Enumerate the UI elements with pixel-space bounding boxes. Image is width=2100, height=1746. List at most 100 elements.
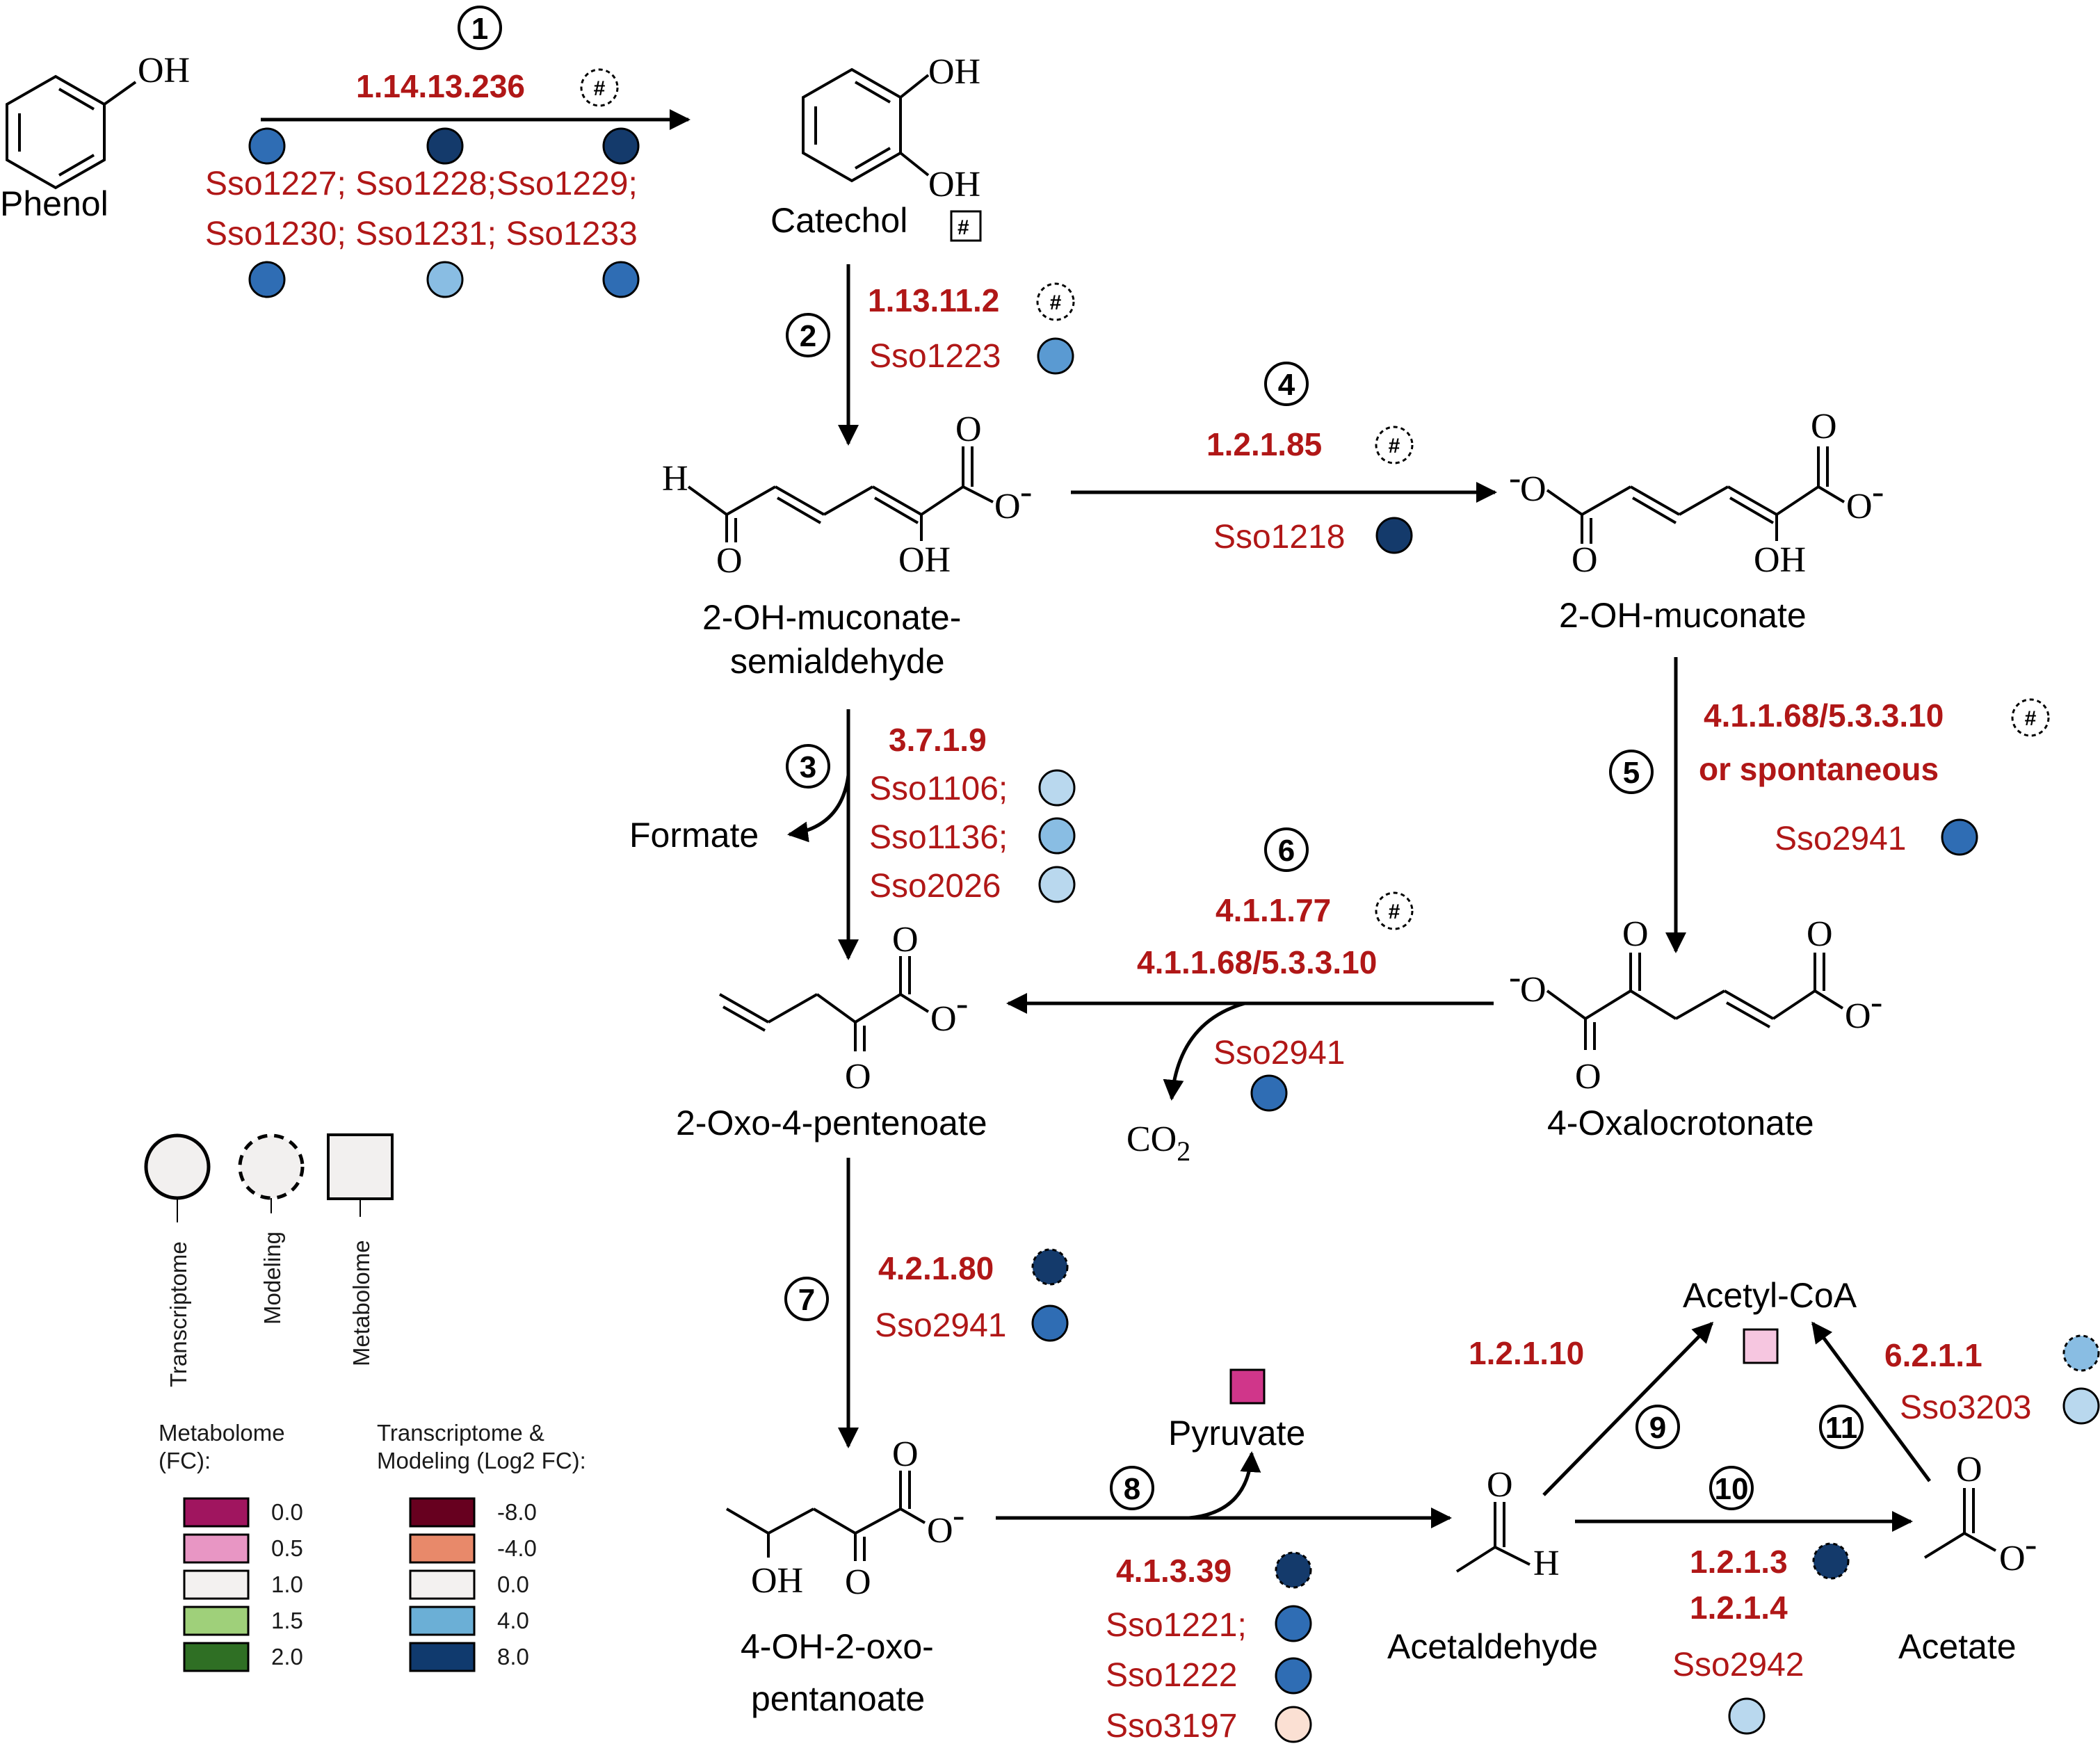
svg-text:#: # — [1389, 435, 1400, 458]
step-10-badge: 10 — [1709, 1466, 1754, 1510]
gene-sso1136: Sso1136; — [869, 819, 1008, 856]
ec-or-spontaneous: or spontaneous — [1699, 751, 1939, 787]
legend-transcriptome-value-2: 0.0 — [497, 1571, 529, 1597]
legend-metabolome-swatch-1 — [183, 1533, 250, 1564]
legend-metabolome-value-2: 1.0 — [271, 1571, 303, 1597]
legend-metabolome-value-3: 1.5 — [271, 1608, 303, 1633]
legend-transcriptome-swatch-3 — [409, 1606, 476, 1636]
svg-text:9: 9 — [1649, 1411, 1666, 1445]
ec-3-7-1-9: 3.7.1.9 — [889, 722, 987, 758]
gene-sso1222: Sso1222 — [1106, 1657, 1238, 1694]
semialdehyde-carbonyl-o: O — [955, 410, 982, 449]
legend-transcriptome-scale: -8.0-4.00.04.08.0 — [409, 1497, 537, 1672]
modeling-hash-r5: # — [2011, 698, 2050, 737]
legend-transcriptome-title-line2: Modeling (Log2 FC): — [377, 1448, 586, 1473]
oxalocrotonate-o-bottom: O — [1575, 1057, 1601, 1097]
acetylcoa-metabolome-square — [1743, 1328, 1779, 1364]
modeling-dot-r8 — [1275, 1551, 1312, 1589]
transcriptome-dot-sso1228 — [426, 127, 464, 165]
acetaldehyde-label: Acetaldehyde — [1387, 1627, 1598, 1666]
ec-1-14-13-236: 1.14.13.236 — [356, 68, 525, 104]
gene-sso2942: Sso2942 — [1672, 1647, 1804, 1683]
hydroxyoxo-label-line2: pentanoate — [751, 1679, 925, 1718]
legend-metabolome-title-line1: Metabolome — [159, 1420, 285, 1446]
ec-4-1-1-77: 4.1.1.77 — [1215, 892, 1331, 928]
svg-text:#: # — [1050, 291, 1062, 314]
legend-transcriptome-swatch-0 — [409, 1497, 476, 1528]
gene-sso1221: Sso1221; — [1106, 1607, 1247, 1644]
step-11-badge: 11 — [1819, 1405, 1864, 1449]
step-7-badge: 7 — [784, 1277, 829, 1321]
oxalocrotonate-o-top: O — [1807, 914, 1833, 954]
ec-1-2-1-3: 1.2.1.3 — [1690, 1544, 1788, 1580]
legend-metabolome-value-4: 2.0 — [271, 1644, 303, 1670]
legend-metabolome-value-0: 0.0 — [271, 1499, 303, 1525]
gene-sso3203: Sso3203 — [1900, 1389, 2032, 1426]
modeling-hash-r6: # — [1375, 891, 1414, 930]
acetate-structure: O O - — [1923, 1450, 2037, 1578]
muconate-o-bottom: O — [1572, 540, 1598, 580]
catechol-label: Catechol — [770, 201, 907, 240]
svg-text:11: 11 — [1825, 1411, 1858, 1445]
legend-transcriptome-swatch-4 — [409, 1642, 476, 1672]
oxalocrotonate-charge-left: - — [1509, 957, 1521, 997]
gene-sso1223: Sso1223 — [869, 338, 1001, 375]
hydroxyoxo-label-line1: 4-OH-2-oxo- — [741, 1627, 934, 1666]
oxalocrotonate-keto-o: O — [1622, 914, 1649, 954]
arrow-co2-branch — [1163, 1001, 1245, 1101]
transcriptome-dot-sso1231 — [426, 261, 464, 298]
oxalocrotonate-o-minus-right: O — [1845, 996, 1871, 1036]
oxopentenoate-o-minus: O — [930, 999, 957, 1039]
oxalocrotonate-structure: - O O O O O - — [1509, 914, 1882, 1097]
oxalocrotonate-charge-right: - — [1871, 983, 1882, 1022]
transcriptome-dot-sso2026 — [1038, 866, 1076, 903]
transcriptome-dot-sso1229 — [602, 127, 640, 165]
ec-6-2-1-1: 6.2.1.1 — [1884, 1337, 1982, 1373]
gene-sso3197: Sso3197 — [1106, 1708, 1238, 1745]
legend-modeling-label: Modeling — [259, 1231, 285, 1325]
svg-text:6: 6 — [1278, 834, 1295, 868]
transcriptome-dot-sso1223 — [1037, 337, 1074, 375]
genes-r1-line2: Sso1230; Sso1231; Sso1233 — [205, 216, 638, 252]
hydroxyoxo-charge: - — [953, 1496, 964, 1535]
legend-metabolome-swatch-3 — [183, 1606, 250, 1636]
semialdehyde-charge: - — [1020, 472, 1032, 512]
svg-text:#: # — [2025, 707, 2037, 730]
gene-sso2026: Sso2026 — [869, 868, 1001, 905]
ec-1-2-1-85: 1.2.1.85 — [1206, 426, 1322, 462]
step-5-badge: 5 — [1609, 750, 1654, 794]
transcriptome-dot-sso1227 — [248, 127, 286, 165]
svg-text:#: # — [958, 216, 969, 239]
catechol-structure: OH OH — [802, 52, 980, 204]
aldehyde-o-label: O — [716, 541, 743, 581]
acetaldehyde-o-label: O — [1487, 1465, 1513, 1505]
svg-text:5: 5 — [1623, 756, 1640, 790]
arrow-step-11 — [1811, 1321, 1932, 1482]
ec-4-1-1-68-5-3-3-10: 4.1.1.68/5.3.3.10 — [1704, 697, 1944, 734]
gene-sso2941-r7: Sso2941 — [875, 1307, 1007, 1344]
arrow-step-9 — [1542, 1321, 1714, 1496]
legend-modeling-shape — [238, 1133, 305, 1200]
hydroxyoxo-oh-label: OH — [751, 1561, 803, 1601]
modeling-dot-r7 — [1031, 1248, 1069, 1286]
legend-metabolome-label: Metabolome — [348, 1240, 374, 1366]
phenol-label: Phenol — [0, 184, 108, 223]
modeling-hash-r2: # — [1036, 282, 1075, 321]
gene-sso2941-r6: Sso2941 — [1213, 1035, 1346, 1072]
step-6-badge: 6 — [1264, 827, 1309, 872]
step-2-badge: 2 — [786, 313, 830, 357]
semialdehyde-structure: H O OH O O - — [662, 410, 1032, 581]
acetaldehyde-h-label: H — [1533, 1544, 1560, 1583]
muconate-charge-left: - — [1509, 458, 1521, 498]
step-3-badge: 3 — [786, 744, 830, 789]
pyruvate-metabolome-square — [1229, 1368, 1266, 1405]
gene-sso1106: Sso1106; — [869, 770, 1008, 807]
acetylcoa-label: Acetyl-CoA — [1683, 1276, 1857, 1315]
legend-metabolome-swatch-0 — [183, 1497, 250, 1528]
oxopentenoate-structure: O O O - — [719, 920, 968, 1097]
transcriptome-dot-sso2941-r6 — [1250, 1074, 1288, 1112]
formate-label: Formate — [629, 816, 759, 855]
semialdehyde-label-line1: 2-OH-muconate- — [702, 598, 961, 637]
catechol-oh-top: OH — [928, 52, 980, 92]
